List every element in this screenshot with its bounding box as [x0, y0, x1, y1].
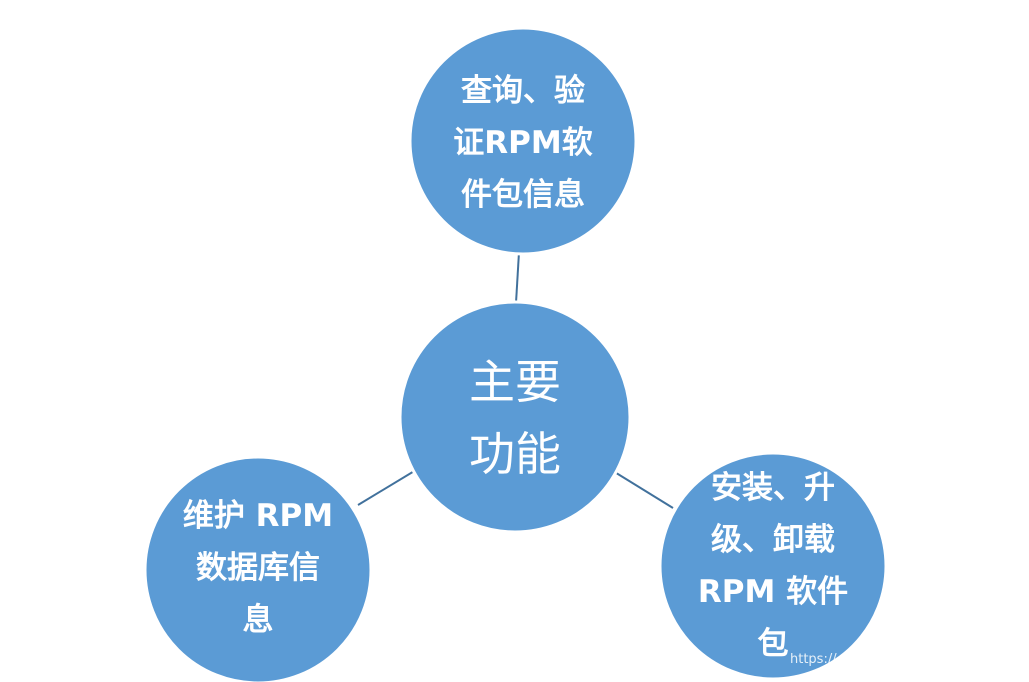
node-right-line-1: 安装、升 — [711, 470, 835, 506]
node-right-label: 安装、升 级、卸载 RPM 软件 包 — [662, 456, 884, 676]
watermark-text: https:// — [790, 652, 837, 667]
node-left-line-1: 维护 RPM — [182, 498, 334, 534]
node-left-line-3: 息 — [242, 602, 274, 638]
node-top-label: 查询、验 证RPM软 件包信息 — [410, 38, 636, 248]
center-node-label: 主要 功能 — [402, 305, 628, 531]
connector-top — [515, 251, 520, 304]
node-top-line-2: 证RPM软 — [453, 125, 593, 161]
node-left-circle — [143, 455, 373, 682]
center-label-line-1: 主要 — [469, 355, 561, 409]
node-right-circle — [658, 451, 888, 681]
node-left-label: 维护 RPM 数据库信 息 — [145, 458, 371, 678]
connector-right — [612, 470, 674, 509]
node-right-line-3: RPM 软件 — [697, 574, 849, 610]
center-node-circle — [398, 300, 632, 534]
node-top-line-3: 件包信息 — [461, 177, 585, 213]
node-top-circle — [408, 26, 638, 256]
connector-left — [357, 469, 417, 506]
node-top-line-1: 查询、验 — [461, 73, 585, 109]
node-right-line-4: 包 — [757, 626, 789, 662]
node-right-line-2: 级、卸载 — [711, 522, 835, 558]
node-left-line-2: 数据库信 — [196, 550, 320, 586]
center-label-line-2: 功能 — [469, 427, 561, 481]
